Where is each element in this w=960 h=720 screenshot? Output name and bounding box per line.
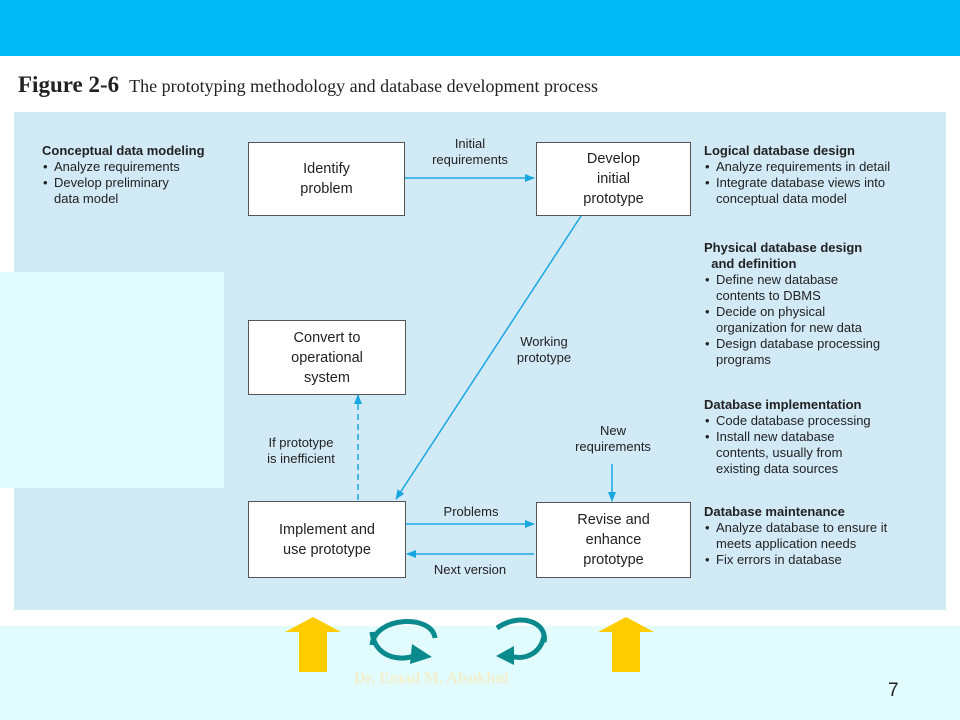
convert-system-box: Convert to operational system — [248, 320, 406, 395]
author-watermark: Dr. Emad M. Alsukhni — [354, 670, 509, 687]
develop-prototype-label: Develop initial prototype — [583, 151, 644, 207]
implementation-note: Database implementation Code database pr… — [704, 397, 871, 477]
conceptual-modeling-heading: Conceptual data modeling — [42, 143, 205, 158]
cycle-arrow-icon — [509, 635, 547, 660]
top-banner — [0, 0, 960, 56]
develop-prototype-box: Develop initial prototype — [536, 142, 691, 216]
implementation-heading: Database implementation — [704, 397, 862, 412]
up-arrow-icon — [598, 617, 654, 672]
new-requirements-label: New requirements — [575, 423, 651, 454]
note-item: Install new database contents, usually f… — [704, 429, 871, 477]
maintenance-note: Database maintenance Analyze database to… — [704, 504, 887, 568]
problems-label: Problems — [443, 504, 499, 519]
connector-layer — [354, 174, 616, 558]
logical-design-heading: Logical database design — [704, 143, 855, 158]
initial-requirements-label: Initial requirements — [432, 136, 508, 167]
if-inefficient-label: If prototype is inefficient — [267, 435, 335, 466]
identify-problem-box: Identify problem — [248, 142, 405, 216]
working-prototype-arrow — [395, 215, 582, 500]
note-item: Fix errors in database — [704, 552, 887, 568]
implement-prototype-label: Implement and use prototype — [279, 521, 375, 558]
up-arrow-icon — [285, 617, 341, 672]
conceptual-modeling-note: Conceptual data modeling Analyze require… — [42, 143, 205, 207]
cycle-arrowhead-icon — [496, 646, 514, 665]
note-item: Design database processing programs — [704, 336, 880, 368]
physical-design-heading: Physical database design and definition — [704, 240, 863, 271]
convert-system-label: Convert to operational system — [291, 329, 363, 386]
note-item: Define new database contents to DBMS — [704, 272, 880, 304]
note-item: Analyze requirements — [42, 159, 205, 175]
note-item: Integrate database views into conceptual… — [704, 175, 890, 207]
figure-caption: The prototyping methodology and database… — [129, 76, 599, 96]
implement-prototype-box: Implement and use prototype — [248, 501, 406, 578]
working-prototype-label: Working prototype — [516, 334, 572, 365]
logical-design-note: Logical database design Analyze requirem… — [704, 143, 890, 207]
figure-number: Figure 2-6 — [18, 72, 120, 97]
next-version-label: Next version — [433, 562, 507, 577]
note-item: Decide on physical organization for new … — [704, 304, 880, 336]
revise-prototype-label: Revise and enhance prototype — [577, 512, 650, 568]
revise-prototype-box: Revise and enhance prototype — [536, 502, 691, 578]
note-item: Develop preliminary data model — [42, 175, 205, 207]
left-side-panel — [0, 272, 224, 488]
maintenance-heading: Database maintenance — [704, 504, 845, 519]
identify-problem-label: Identify problem — [300, 161, 353, 197]
cycle-arrowhead-icon — [410, 644, 432, 664]
physical-design-note: Physical database design and definition … — [704, 240, 880, 368]
page-number: 7 — [888, 680, 899, 701]
note-item: Analyze requirements in detail — [704, 159, 890, 175]
cycle-arrow-icon — [369, 618, 438, 646]
note-item: Code database processing — [704, 413, 871, 429]
figure-title: Figure 2-6 The prototyping methodology an… — [18, 72, 598, 104]
note-item: Analyze database to ensure it meets appl… — [704, 520, 887, 552]
cycle-arrow-icon — [495, 617, 547, 643]
